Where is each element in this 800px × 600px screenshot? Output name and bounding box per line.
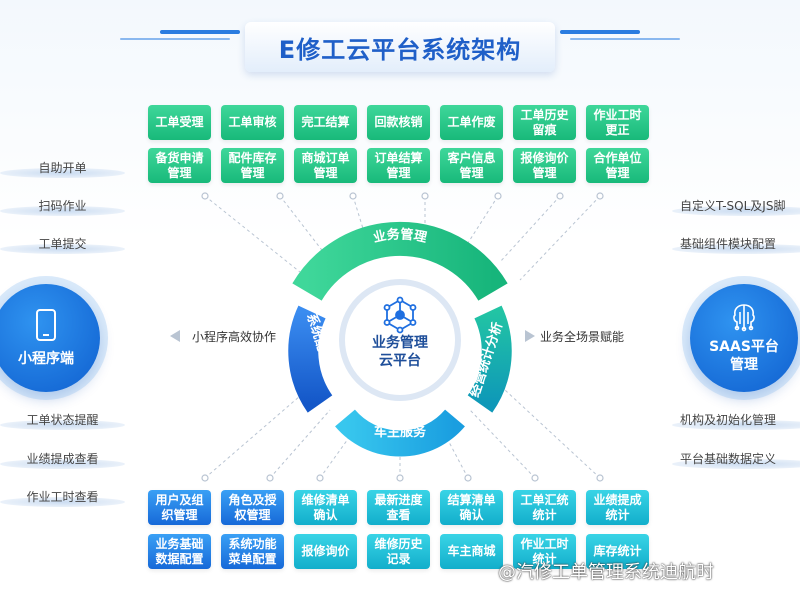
bottom-tile-0-5: 工单汇统统计 xyxy=(513,490,576,525)
top-tile-0-3: 回款核销 xyxy=(367,105,430,140)
miniprogram-circle: 小程序端 xyxy=(0,284,100,392)
arc-system-config xyxy=(288,305,333,413)
core-circle xyxy=(339,279,461,401)
title-deco-right xyxy=(560,30,640,34)
watermark: @汽修工单管理系统迪航时 xyxy=(498,562,714,583)
saas-label-line1: SAAS平台 xyxy=(709,339,779,355)
top-tile-1-0: 备货申请管理 xyxy=(148,148,211,183)
top-tile-0-0: 工单受理 xyxy=(148,105,211,140)
top-tile-0-5: 工单历史留痕 xyxy=(513,105,576,140)
right-item-0: 自定义T-SQL及JS脚 xyxy=(672,194,800,216)
right-item-1: 基础组件模块配置 xyxy=(672,232,800,254)
bottom-tile-1-1: 系统功能菜单配置 xyxy=(221,534,284,569)
top-tile-0-1: 工单审核 xyxy=(221,105,284,140)
right-flow-label: 业务全场景赋能 xyxy=(540,330,625,344)
left-flow-label: 小程序高效协作 xyxy=(192,330,277,344)
arc-label-owner-service: 车主服务 xyxy=(374,424,427,440)
hexagon-network-icon xyxy=(383,296,417,334)
bottom-tile-1-5: 作业工时统计 xyxy=(513,534,576,569)
smartphone-icon xyxy=(36,309,56,341)
saas-label-line2: 管理 xyxy=(730,357,758,373)
arc-stats xyxy=(467,305,512,413)
top-tile-1-6: 合作单位管理 xyxy=(586,148,649,183)
title-deco-left-thin xyxy=(120,38,230,40)
core-title: 业务管理 云平台 xyxy=(352,334,448,370)
miniprogram-label: 小程序端 xyxy=(18,351,74,367)
right-item-2: 机构及初始化管理 xyxy=(672,408,800,430)
circuit-brain-icon xyxy=(733,304,755,332)
left-item-1: 扫码作业 xyxy=(0,194,125,216)
left-item-4: 业绩提成查看 xyxy=(0,447,125,469)
core-title-line2: 云平台 xyxy=(379,353,421,369)
left-item-3: 工单状态提醒 xyxy=(0,408,125,430)
flow-arrows xyxy=(170,330,535,342)
top-tile-1-1: 配件库存管理 xyxy=(221,148,284,183)
bottom-tile-0-0: 用户及组织管理 xyxy=(148,490,211,525)
left-item-0: 自助开单 xyxy=(0,156,125,178)
arc-owner-service xyxy=(335,409,465,457)
bottom-tile-0-2: 维修清单确认 xyxy=(294,490,357,525)
title-deco-right-thin xyxy=(570,38,680,40)
bottom-tile-1-4: 车主商城 xyxy=(440,534,503,569)
top-tile-1-3: 订单结算管理 xyxy=(367,148,430,183)
top-tile-0-4: 工单作废 xyxy=(440,105,503,140)
arc-business xyxy=(292,221,508,302)
title-deco-left xyxy=(160,30,240,34)
top-tile-1-4: 客户信息管理 xyxy=(440,148,503,183)
page-title: E修工云平台系统架构 xyxy=(245,22,555,72)
top-tile-1-5: 报修询价管理 xyxy=(513,148,576,183)
left-item-5: 作业工时查看 xyxy=(0,485,125,507)
bottom-tile-1-6: 库存统计 xyxy=(586,534,649,569)
bottom-tile-0-4: 结算清单确认 xyxy=(440,490,503,525)
bottom-tile-1-0: 业务基础数据配置 xyxy=(148,534,211,569)
core-title-line1: 业务管理 xyxy=(372,335,428,351)
bottom-tile-1-2: 报修询价 xyxy=(294,534,357,569)
top-tile-1-2: 商城订单管理 xyxy=(294,148,357,183)
saas-circle: SAAS平台 管理 xyxy=(690,284,798,392)
bottom-tile-0-1: 角色及授权管理 xyxy=(221,490,284,525)
bottom-tile-1-3: 维修历史记录 xyxy=(367,534,430,569)
left-item-2: 工单提交 xyxy=(0,232,125,254)
top-tile-0-2: 完工结算 xyxy=(294,105,357,140)
top-tile-0-6: 作业工时更正 xyxy=(586,105,649,140)
bottom-tile-0-6: 业绩提成统计 xyxy=(586,490,649,525)
bottom-tile-0-3: 最新进度查看 xyxy=(367,490,430,525)
right-item-3: 平台基础数据定义 xyxy=(672,447,800,469)
